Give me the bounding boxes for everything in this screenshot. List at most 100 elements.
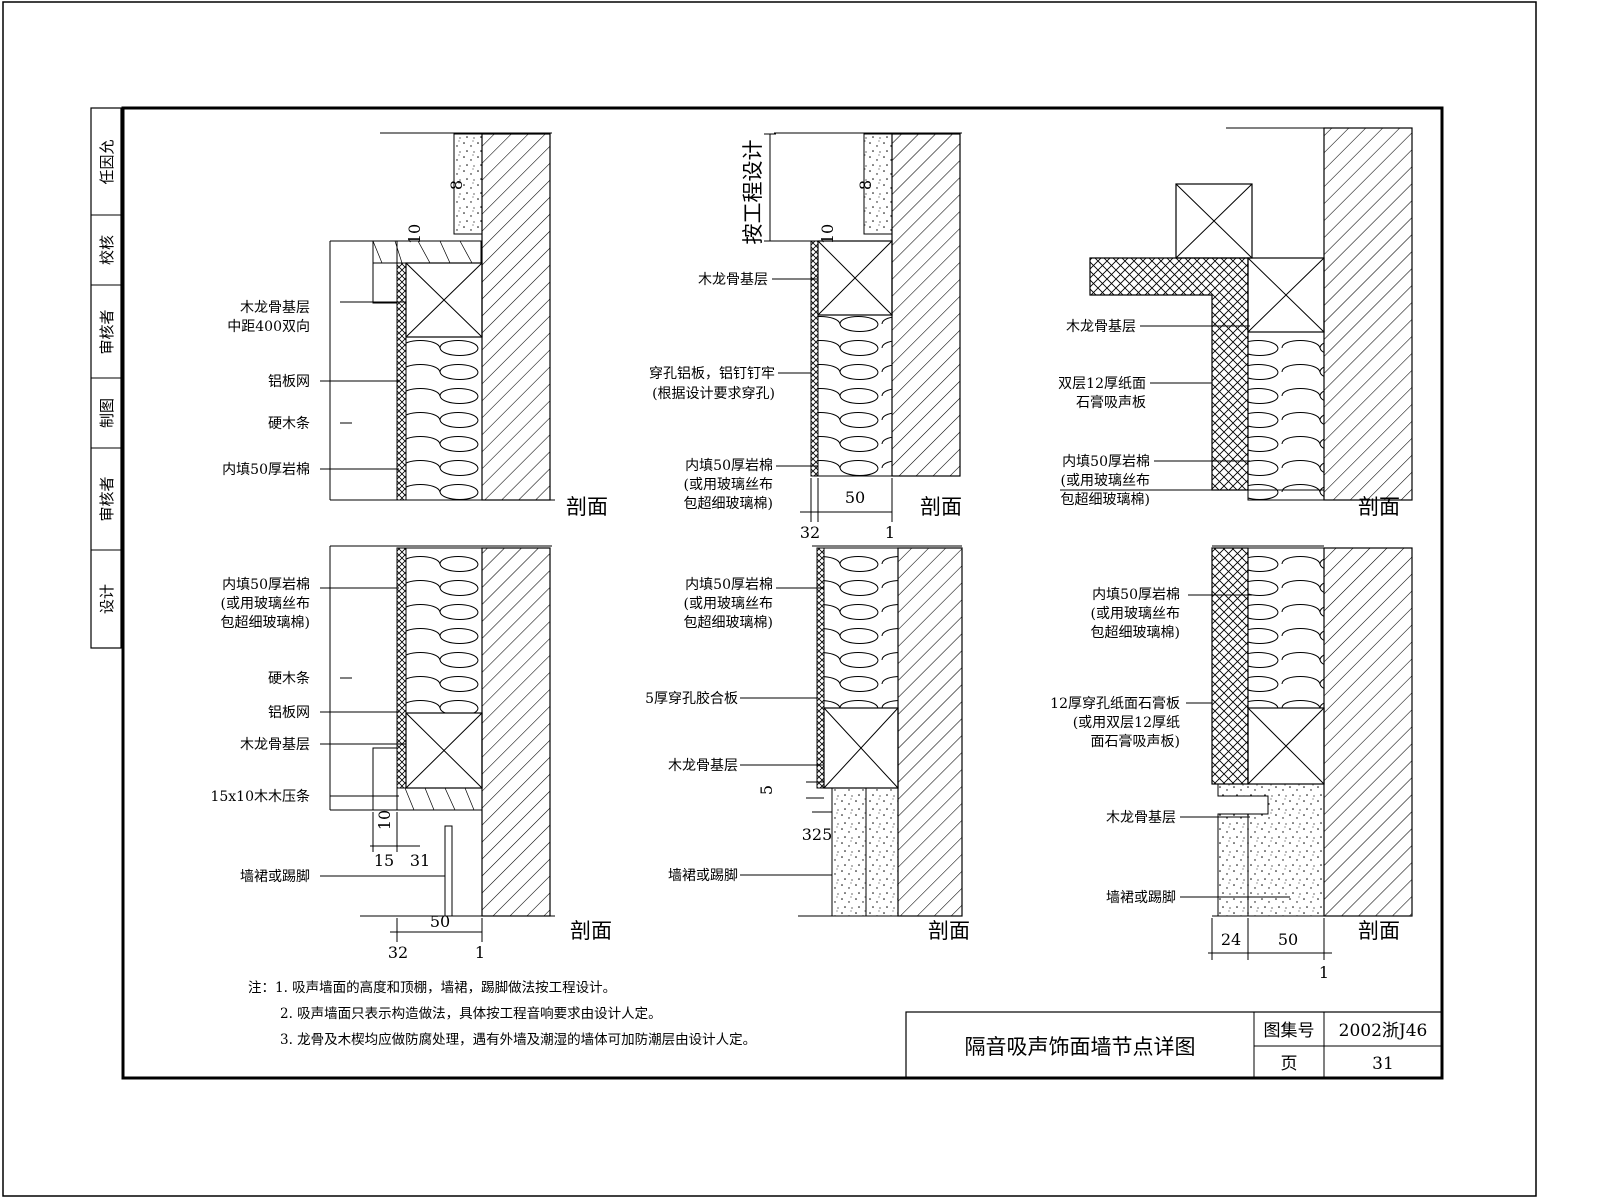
detail-6: 内填50厚岩棉 (或用玻璃丝布 包超细玻璃棉) 12厚穿孔纸面石膏板 (或用双层… [1050, 545, 1413, 982]
note-3: 3. 龙骨及木楔均应做防腐处理，遇有外墙及潮湿的墙体可加防潮层由设计人定。 [280, 1031, 756, 1048]
masonry-wall [481, 133, 551, 501]
label-rockwool-alt2: 包超细玻璃棉) [684, 614, 773, 631]
aluminum-mesh [396, 547, 407, 789]
wood-press-strip [396, 787, 483, 811]
rock-wool-fill [405, 336, 483, 501]
rock-wool-fill [1247, 547, 1325, 709]
dim-10: 10 [405, 224, 424, 244]
label-gypsum-alt: (或用双层12厚纸 [1073, 715, 1180, 731]
label-gypsum: 双层12厚纸面 [1058, 376, 1146, 392]
dim-50: 50 [430, 912, 450, 931]
label-gypsum-alt2: 面石膏吸声板) [1091, 733, 1180, 750]
label-rockwool-alt2: 包超细玻璃棉) [684, 495, 773, 512]
label-spacing: 中距400双向 [227, 319, 310, 335]
section-label: 剖面 [1358, 919, 1400, 943]
masonry-wall [1323, 547, 1413, 917]
drawing-frame [121, 106, 1444, 1080]
label-mesh: 铝板网 [268, 374, 310, 390]
signoff-cell-3: 审核者 [98, 309, 116, 354]
section-label: 剖面 [570, 919, 612, 943]
label-skirting: 墙裙或踢脚 [1106, 890, 1176, 906]
label-gypsum-2: 石膏吸声板 [1076, 394, 1146, 411]
dim-1: 1 [885, 523, 895, 542]
label-rockwool-alt2: 包超细玻璃棉) [1061, 491, 1150, 508]
dim-1: 1 [475, 943, 485, 962]
dim-10: 10 [818, 224, 837, 244]
note-2: 2. 吸声墙面只表示构造做法，具体按工程音响要求由设计人定。 [280, 1005, 662, 1022]
label-rockwool: 内填50厚岩棉 [1092, 586, 1180, 603]
label-mesh: 铝板网 [268, 705, 310, 721]
label-rockwool: 内填50厚岩棉 [685, 457, 773, 474]
label-rockwool-alt2: 包超细玻璃棉) [221, 614, 310, 631]
dim-325: 325 [802, 825, 833, 844]
label-design: 按工程设计 [741, 140, 765, 245]
label-rockwool-alt2: 包超细玻璃棉) [1091, 624, 1180, 641]
label-rockwool-alt: (或用玻璃丝布 [1061, 472, 1150, 489]
rock-wool-fill [823, 547, 899, 709]
rock-wool-fill [817, 314, 893, 477]
detail-4: 内填50厚岩棉 (或用玻璃丝布 包超细玻璃棉) 硬木条 铝板网 木龙骨基层 15… [210, 545, 612, 962]
label-perforated-note: (根据设计要求穿孔) [652, 386, 775, 402]
label-skirting: 墙裙或踢脚 [668, 868, 738, 884]
skirting [444, 825, 453, 917]
label-rockwool-alt: (或用玻璃丝布 [1091, 605, 1180, 622]
label-gypsum: 12厚穿孔纸面石膏板 [1050, 695, 1180, 712]
signoff-cell-2: 校核 [98, 235, 116, 265]
label-keel: 木龙骨基层 [698, 271, 768, 288]
label-rockwool-alt: (或用玻璃丝布 [684, 476, 773, 493]
label-rockwool: 内填50厚岩棉 [222, 461, 310, 478]
wood-batten-top [372, 240, 482, 264]
section-label: 剖面 [928, 919, 970, 943]
title-block: 隔音吸声饰面墙节点详图 图集号 2002浙J46 页 31 [905, 1011, 1443, 1079]
label-plywood: 5厚穿孔胶合板 [645, 690, 738, 707]
label-keel: 木龙骨基层 [240, 736, 310, 753]
label-rockwool: 内填50厚岩棉 [1062, 453, 1150, 470]
skirting [831, 787, 899, 917]
dim-50: 50 [1278, 930, 1298, 949]
dim-50: 50 [845, 488, 865, 507]
plaster-layer [863, 133, 893, 235]
atlas-number-label: 图集号 [1264, 1021, 1315, 1041]
sheet-border [2, 1, 1537, 1197]
perforated-plywood [816, 547, 825, 789]
atlas-number-value: 2002浙J46 [1339, 1021, 1428, 1041]
label-rockwool: 内填50厚岩棉 [685, 576, 773, 593]
label-hardwood: 硬木条 [268, 415, 310, 432]
signoff-strip: 任因允 校核 审核者 制图 审核者 设计 [90, 107, 122, 649]
label-keel: 木龙骨基层 [1066, 318, 1136, 335]
signoff-cell-1: 任因允 [98, 139, 116, 184]
rock-wool-fill [1247, 331, 1325, 501]
label-keel: 木龙骨基层 [1106, 809, 1176, 826]
skirting [1217, 783, 1325, 917]
dim-31: 31 [410, 851, 430, 870]
label-keel: 木龙骨基层 [240, 299, 310, 316]
signoff-cell-6: 设计 [98, 584, 116, 614]
signoff-cell-4: 制图 [98, 398, 116, 428]
detail-5: 内填50厚岩棉 (或用玻璃丝布 包超细玻璃棉) 5厚穿孔胶合板 木龙骨基层 墙裙… [645, 545, 970, 943]
dim-1: 1 [1319, 963, 1329, 982]
label-rockwool-alt: (或用玻璃丝布 [221, 595, 310, 612]
masonry-wall [897, 547, 963, 917]
drawing-title: 隔音吸声饰面墙节点详图 [965, 1035, 1196, 1059]
dim-32: 32 [388, 943, 408, 962]
dim-8: 8 [856, 180, 875, 190]
detail-1: 8 10 木龙骨基层 中距400双向 铝板网 硬木条 内填50厚岩棉 剖面 [222, 132, 608, 519]
notes: 注：1. 吸声墙面的高度和顶棚，墙裙，踢脚做法按工程设计。 2. 吸声墙面只表示… [248, 979, 756, 1048]
dim-32: 32 [800, 523, 820, 542]
masonry-wall [891, 133, 961, 477]
dim-10: 10 [375, 810, 394, 830]
note-1: 注：1. 吸声墙面的高度和顶棚，墙裙，踢脚做法按工程设计。 [248, 979, 616, 996]
plaster-layer [453, 133, 483, 235]
label-keel: 木龙骨基层 [668, 757, 738, 774]
label-perforated: 穿孔铝板，铝钉钉牢 [649, 366, 775, 382]
hardwood-strip [372, 747, 398, 811]
detail-2: 按工程设计 8 10 木龙骨基层 穿孔铝板，铝钉钉牢 (根据设计要求穿孔) 内填… [649, 132, 962, 542]
label-rockwool-alt: (或用玻璃丝布 [684, 595, 773, 612]
gypsum-board [1211, 547, 1249, 785]
page-number: 31 [1372, 1054, 1394, 1074]
label-skirting: 墙裙或踢脚 [240, 869, 310, 885]
rock-wool-fill [405, 547, 483, 714]
label-press-strip: 15x10木木压条 [210, 788, 310, 805]
section-label: 剖面 [566, 495, 608, 519]
